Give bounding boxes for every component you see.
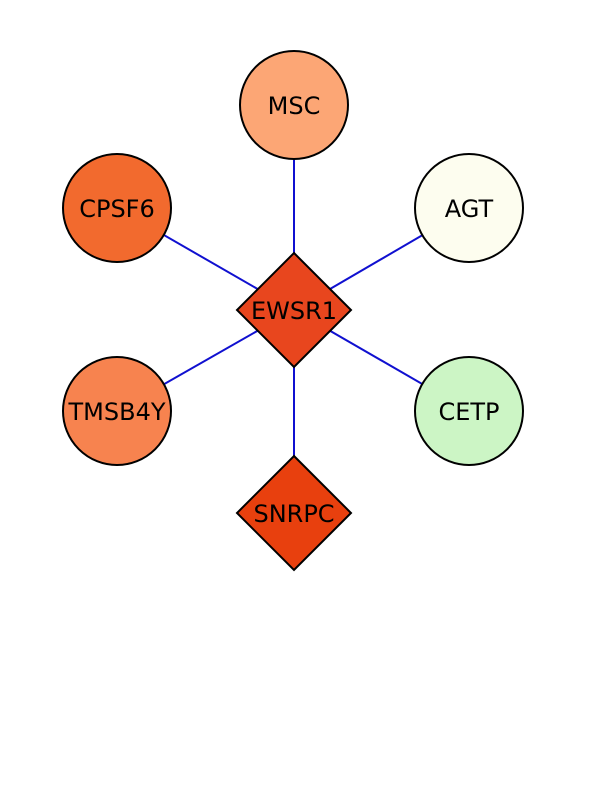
- node-shape-snrpc: [235, 454, 353, 572]
- node-msc[interactable]: MSC: [239, 50, 349, 160]
- node-label-msc: MSC: [268, 92, 321, 120]
- node-shape-ewsr1: [235, 251, 353, 369]
- node-shape-cetp: [414, 356, 524, 466]
- node-label-agt: AGT: [445, 195, 494, 223]
- node-label-cpsf6: CPSF6: [79, 195, 155, 223]
- node-agt[interactable]: AGT: [414, 153, 524, 263]
- node-cpsf6[interactable]: CPSF6: [62, 153, 172, 263]
- node-shape-cpsf6: [62, 153, 172, 263]
- node-tmsb4y[interactable]: TMSB4Y: [62, 356, 172, 466]
- node-ewsr1[interactable]: EWSR1: [235, 251, 353, 369]
- node-label-ewsr1: EWSR1: [251, 297, 337, 325]
- node-shape-msc: [239, 50, 349, 160]
- node-snrpc[interactable]: SNRPC: [235, 454, 353, 572]
- node-label-cetp: CETP: [438, 398, 499, 426]
- node-shape-tmsb4y: [62, 356, 172, 466]
- node-shape-agt: [414, 153, 524, 263]
- node-label-tmsb4y: TMSB4Y: [68, 398, 166, 426]
- node-cetp[interactable]: CETP: [414, 356, 524, 466]
- node-label-snrpc: SNRPC: [253, 500, 334, 528]
